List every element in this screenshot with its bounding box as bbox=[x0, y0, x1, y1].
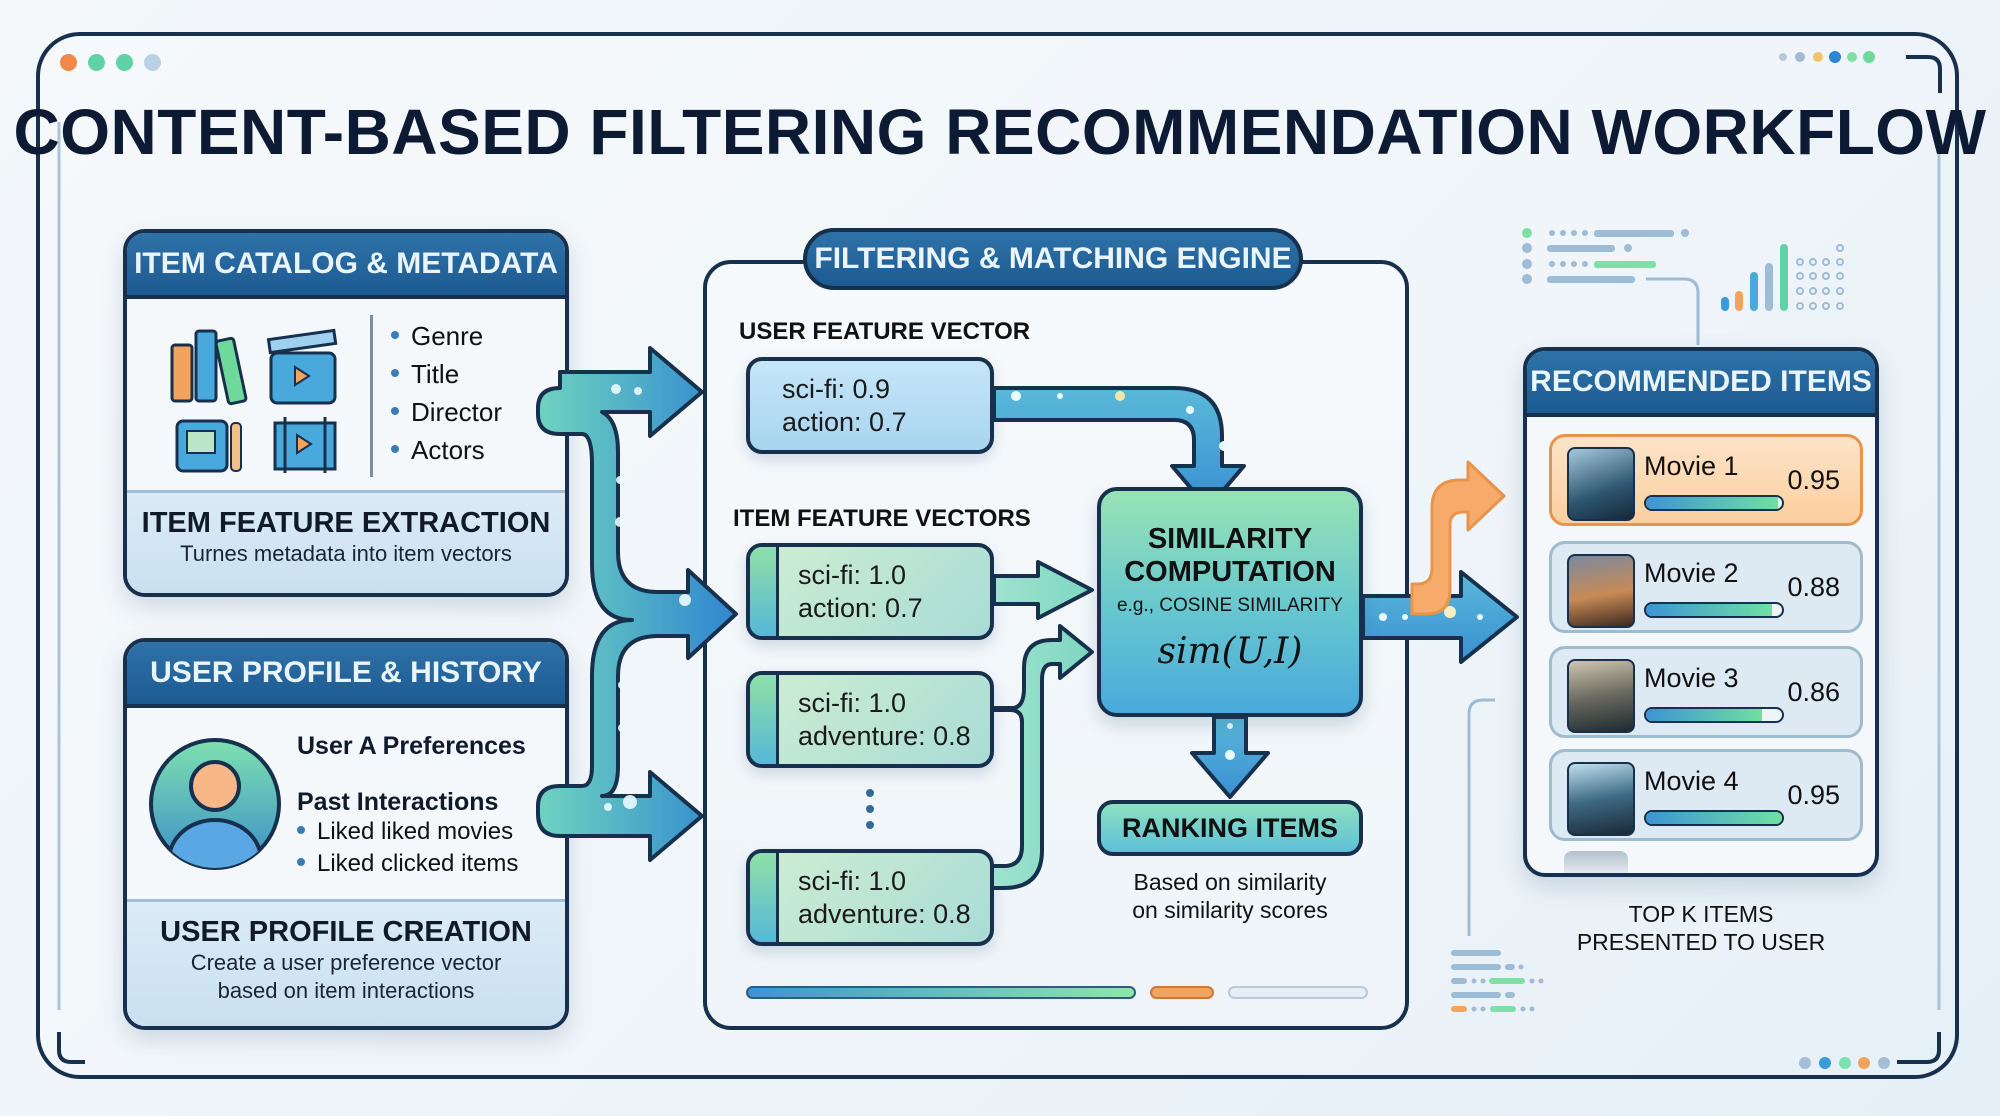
bottom-left-bracket bbox=[57, 1032, 85, 1064]
item-feature-extraction: ITEM FEATURE EXTRACTION Turnes metadata … bbox=[127, 490, 565, 593]
window-dot-2 bbox=[88, 54, 105, 71]
movie-name: Movie 1 bbox=[1644, 451, 1739, 481]
ranking-subtitle: Based on similarity on similarity scores bbox=[1097, 868, 1363, 924]
bottom-data-ornament bbox=[1451, 698, 1544, 1012]
movie-score: 0.95 bbox=[1787, 465, 1840, 495]
vector-entry: adventure: 0.8 bbox=[798, 721, 971, 751]
divider bbox=[370, 315, 373, 477]
movie-poster-icon bbox=[1567, 762, 1635, 836]
similarity-title: SIMILARITY bbox=[1147, 523, 1313, 555]
movie-score: 0.86 bbox=[1787, 677, 1840, 707]
past-interactions-label: Past Interactions bbox=[297, 788, 499, 816]
item-catalog-panel: ITEM CATALOG & METADATA Genre Title Dire… bbox=[123, 229, 569, 597]
photo-book-icon bbox=[175, 419, 242, 473]
window-dot-3 bbox=[116, 54, 133, 71]
books-icon bbox=[170, 329, 248, 406]
bottom-right-dots bbox=[1799, 1057, 1890, 1069]
movie-name: Movie 3 bbox=[1644, 663, 1739, 693]
user-preferences-label: User A Preferences bbox=[297, 732, 526, 760]
engine-header: FILTERING & MATCHING ENGINE bbox=[803, 228, 1303, 290]
movie-poster-icon bbox=[1567, 554, 1635, 628]
user-profile-creation: USER PROFILE CREATION Create a user pref… bbox=[127, 899, 565, 1026]
top-k-caption: TOP K ITEMS PRESENTED TO USER bbox=[1523, 900, 1879, 956]
window-dot-1 bbox=[60, 54, 77, 71]
ranking-sub-line: Based on similarity bbox=[1133, 869, 1327, 895]
vector-entry: sci-fi: 1.0 bbox=[798, 560, 907, 590]
similarity-subtitle: e.g., COSINE SIMILARITY bbox=[1117, 595, 1343, 616]
attribute-title: Title bbox=[391, 355, 502, 393]
movie-score-bar bbox=[1644, 810, 1784, 826]
page-title: CONTENT-BASED FILTERING RECOMMENDATION W… bbox=[13, 96, 1987, 168]
movie-score: 0.88 bbox=[1787, 572, 1840, 602]
data-list-ornament bbox=[1522, 228, 1700, 345]
engine-progress-bar bbox=[746, 986, 1136, 999]
movie-item[interactable]: Movie 1 0.95 bbox=[1549, 434, 1863, 526]
movie-score-bar bbox=[1644, 602, 1784, 618]
item-feature-vector: sci-fi: 1.0 adventure: 0.8 bbox=[746, 849, 994, 946]
item-feature-vector: sci-fi: 1.0 action: 0.7 bbox=[746, 543, 994, 640]
top-right-bracket bbox=[1906, 55, 1942, 93]
movie-name: Movie 2 bbox=[1644, 558, 1739, 588]
ranking-sub-line: on similarity scores bbox=[1132, 897, 1328, 923]
vector-entry: sci-fi: 0.9 bbox=[782, 374, 891, 404]
window-dot-4 bbox=[144, 54, 161, 71]
attribute-genre: Genre bbox=[391, 317, 502, 355]
attribute-director: Director bbox=[391, 393, 502, 431]
attribute-actors: Actors bbox=[391, 431, 502, 469]
engine-progress-segment bbox=[1150, 986, 1214, 999]
movie-score-bar bbox=[1644, 707, 1784, 723]
film-strip-icon bbox=[273, 417, 337, 473]
vector-entry: sci-fi: 1.0 bbox=[798, 866, 907, 896]
movie-name: Movie 4 bbox=[1644, 766, 1739, 796]
vector-entry: action: 0.7 bbox=[782, 407, 907, 437]
past-interaction-item: Liked liked movies bbox=[297, 816, 518, 848]
user-profile-creation-sub: based on item interactions bbox=[217, 978, 475, 1003]
ellipsis-icon bbox=[866, 789, 874, 829]
vector-entry: action: 0.7 bbox=[798, 593, 923, 623]
movie-item[interactable]: Movie 4 0.95 bbox=[1549, 749, 1863, 841]
engine-progress-segment bbox=[1228, 986, 1368, 999]
user-profile-header: USER PROFILE & HISTORY bbox=[127, 642, 565, 708]
movie-score: 0.95 bbox=[1787, 780, 1840, 810]
past-interaction-item: Liked clicked items bbox=[297, 848, 518, 880]
user-feature-vector-label: USER FEATURE VECTOR bbox=[739, 318, 1031, 345]
similarity-computation-box: SIMILARITY COMPUTATION e.g., COSINE SIMI… bbox=[1097, 487, 1363, 717]
vector-entry: adventure: 0.8 bbox=[798, 899, 971, 929]
item-feature-vectors-label: ITEM FEATURE VECTORS bbox=[733, 505, 1031, 532]
user-profile-creation-title: USER PROFILE CREATION bbox=[160, 916, 532, 948]
item-feature-vector: sci-fi: 1.0 adventure: 0.8 bbox=[746, 671, 994, 768]
ranking-items-box: RANKING ITEMS bbox=[1097, 800, 1363, 856]
item-catalog-header: ITEM CATALOG & METADATA bbox=[127, 233, 565, 299]
recommended-items-panel: RECOMMENDED ITEMS Movie 1 0.95 Movie 2 0… bbox=[1523, 347, 1879, 877]
similarity-formula: sim(U,I) bbox=[1157, 631, 1303, 672]
item-feature-extraction-title: ITEM FEATURE EXTRACTION bbox=[141, 507, 551, 539]
clapperboard-icon bbox=[266, 328, 338, 405]
top-k-line: PRESENTED TO USER bbox=[1576, 929, 1826, 955]
movie-item[interactable]: Movie 2 0.88 bbox=[1549, 541, 1863, 633]
top-right-dots bbox=[1779, 51, 1875, 63]
bar-chart-ornament bbox=[1721, 244, 1788, 311]
movie-item[interactable]: Movie 3 0.86 bbox=[1549, 646, 1863, 738]
bottom-right-bracket bbox=[1897, 1032, 1941, 1064]
movie-poster-icon bbox=[1567, 659, 1635, 733]
user-profile-creation-sub: Create a user preference vector bbox=[190, 950, 502, 975]
top-k-line: TOP K ITEMS bbox=[1628, 901, 1774, 927]
item-feature-extraction-sub: Turnes metadata into item vectors bbox=[180, 541, 512, 566]
movie-score-bar bbox=[1644, 495, 1784, 511]
grid-ornament bbox=[1796, 244, 1844, 310]
item-icons bbox=[170, 328, 338, 473]
recommended-header: RECOMMENDED ITEMS bbox=[1527, 351, 1875, 417]
faded-movie-poster bbox=[1564, 851, 1628, 873]
user-feature-vector: sci-fi: 0.9 action: 0.7 bbox=[746, 357, 994, 454]
similarity-title: COMPUTATION bbox=[1124, 556, 1336, 588]
user-profile-panel: USER PROFILE & HISTORY User A Preference… bbox=[123, 638, 569, 1030]
movie-poster-icon bbox=[1567, 447, 1635, 521]
user-avatar-icon bbox=[149, 738, 281, 870]
vector-entry: sci-fi: 1.0 bbox=[798, 688, 907, 718]
